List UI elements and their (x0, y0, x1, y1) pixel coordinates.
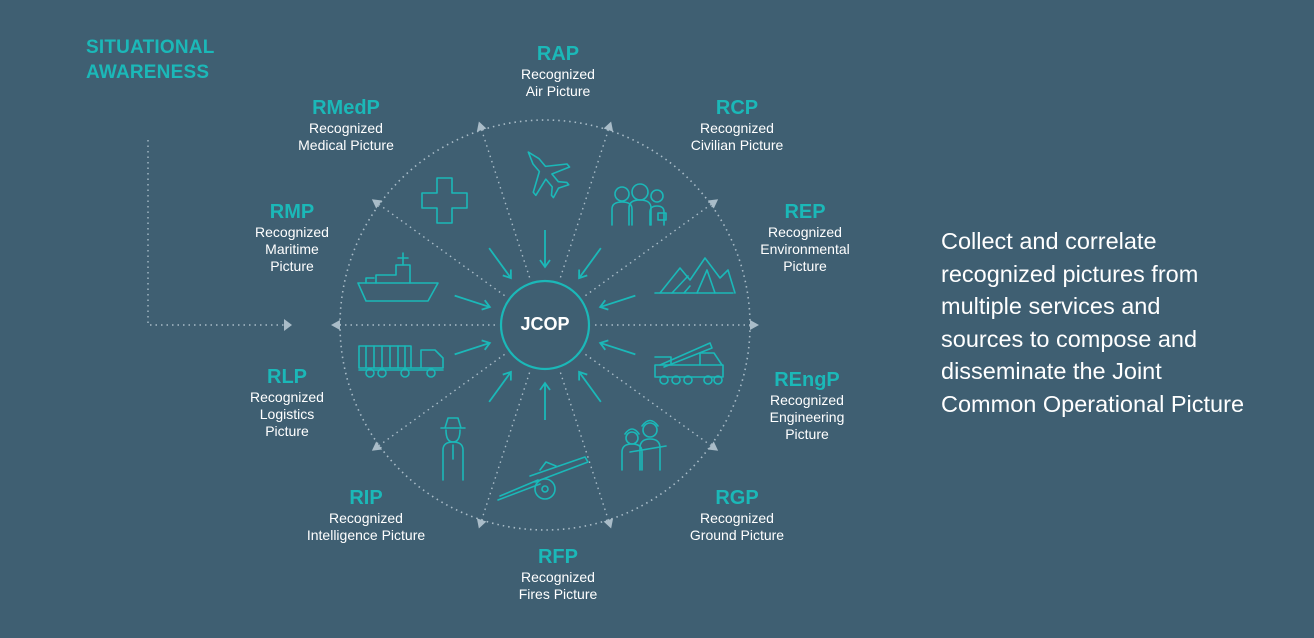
segment-abbr: RCP (715, 97, 759, 119)
segment-description-line: Air Picture (525, 83, 591, 99)
feedback-line (147, 140, 285, 326)
ring-arrowhead (707, 441, 719, 451)
segment-description-line: Fires Picture (518, 586, 598, 602)
ring-arrowhead (331, 320, 340, 330)
ring-arrowhead (476, 121, 487, 132)
segment-description-line: Recognized (768, 224, 842, 240)
crane-truck-icon (654, 342, 724, 385)
inward-arrow (539, 230, 551, 269)
spoke (378, 353, 505, 447)
segment-description-line: Recognized (521, 66, 595, 82)
ring-arrowhead (371, 441, 383, 451)
fighter-jet-icon (527, 151, 571, 199)
jcop-label: JCOP (520, 314, 570, 334)
mountains-icon (654, 257, 736, 294)
ring-arrowhead (476, 518, 487, 529)
cargo-truck-icon (358, 345, 444, 378)
soldiers-icon (621, 419, 667, 471)
segment-description-line: Recognized (309, 120, 383, 136)
segment-description-line: Logistics (259, 406, 315, 422)
civilians-icon (611, 183, 667, 226)
inward-arrow (488, 247, 512, 280)
segment-description-line: Recognized (250, 389, 324, 405)
ring-arrowheads (331, 121, 759, 529)
spoke (378, 203, 505, 297)
ring-arrowhead (603, 121, 614, 132)
segment-description-line: Recognized (329, 510, 403, 526)
segment-abbr: RGP (715, 487, 759, 509)
spoke (559, 372, 610, 521)
segment-description-line: Recognized (700, 120, 774, 136)
segment-description-line: Recognized (700, 510, 774, 526)
segment-description-line: Recognized (521, 569, 595, 585)
segment-abbr: RLP (267, 366, 307, 388)
warship-icon (357, 252, 439, 302)
segment-description-line: Intelligence Picture (306, 527, 426, 543)
segment-description-line: Picture (265, 423, 309, 439)
inward-arrow (454, 294, 492, 311)
segment-description-line: Picture (783, 258, 827, 274)
feedback-arrowhead (284, 319, 292, 331)
segment-abbr: RMP (269, 201, 315, 223)
segment-description-line: Recognized (255, 224, 329, 240)
segment-abbr: RAP (536, 43, 580, 65)
inward-arrows (454, 230, 636, 420)
ring-arrowhead (750, 320, 759, 330)
segment-abbr: RMedP (312, 97, 380, 119)
spoke (585, 353, 712, 447)
segment-abbr: REngP (774, 369, 840, 391)
jcop-circle (499, 279, 591, 371)
segment-description-line: Picture (785, 426, 829, 442)
segment-description-line: Environmental (760, 241, 850, 257)
segment-description-line: Engineering (769, 409, 845, 425)
spoke (585, 203, 712, 297)
ring-arrowhead (371, 199, 383, 209)
segment-description-line: Maritime (265, 241, 319, 257)
inward-arrow (598, 294, 636, 311)
segment-description-line: Civilian Picture (690, 137, 784, 153)
ring-arrowhead (603, 518, 614, 529)
inward-arrow (578, 247, 602, 280)
artillery-icon (497, 456, 589, 501)
segment-abbr: RIP (349, 487, 383, 509)
inward-arrow (488, 370, 512, 403)
inward-arrow (539, 381, 551, 420)
segment-abbr: RFP (537, 546, 578, 568)
segment-description-line: Recognized (770, 392, 844, 408)
spy-icon (440, 417, 466, 481)
spoke (480, 129, 531, 278)
ring-arrowhead (707, 199, 719, 209)
segment-description-line: Ground Picture (689, 527, 785, 543)
segment-description-line: Picture (270, 258, 314, 274)
segment-abbr: REP (784, 201, 826, 223)
situational-awareness-heading: SITUATIONAL AWARENESS (86, 37, 215, 83)
inward-arrow (454, 339, 492, 356)
segment-description-line: Medical Picture (298, 137, 394, 153)
inward-arrow (598, 339, 636, 356)
dotted-spokes (340, 129, 750, 521)
spoke (480, 372, 531, 521)
medical-cross-icon (421, 177, 468, 224)
spoke (559, 129, 610, 278)
inward-arrow (578, 370, 602, 403)
description-text: Collect and correlate recognized picture… (941, 228, 1245, 417)
